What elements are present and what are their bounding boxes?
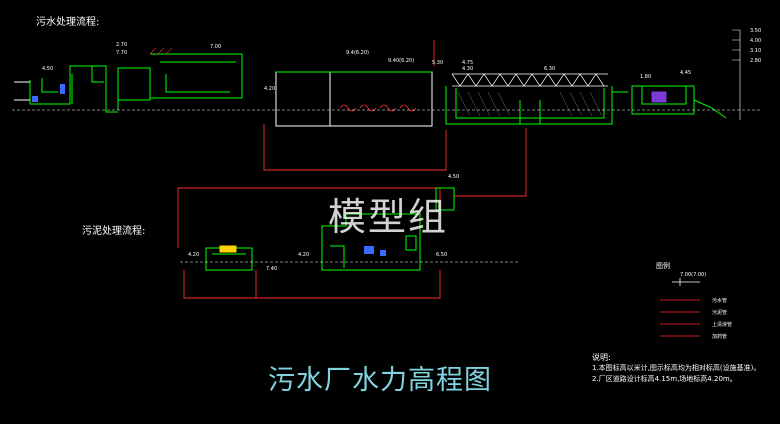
legend-elevation-marker: 7.00(7.00) (680, 272, 707, 278)
inlet-pump-icons (32, 84, 65, 102)
legend-item: 上清液管 (712, 322, 733, 328)
note-line: 1.本图标高以米计,图示标高均为相对标高(设施基准)。 (592, 364, 761, 372)
elevation-label: 2.80 (750, 58, 762, 64)
sludge-thickener-structure (205, 245, 253, 271)
notes-block: 说明: 1.本图标高以米计,图示标高均为相对标高(设施基准)。 2.厂区道路设计… (592, 352, 760, 385)
sludge-section-title: 污泥处理流程: (82, 226, 146, 237)
notes-heading: 说明: (592, 353, 611, 362)
elevation-label: 3.10 (750, 48, 762, 54)
secondary-clarifier-structure (445, 86, 628, 125)
elevation-label: 7.00 (210, 44, 222, 50)
elevation-scale (732, 29, 741, 120)
elevation-label: 3.50 (750, 28, 762, 34)
legend-lines (660, 278, 700, 337)
legend-item: 污泥管 (712, 310, 728, 316)
elevation-label: 9.4(6.20) (346, 50, 369, 56)
elevation-label: 5.30 (432, 60, 444, 66)
dewatering-building-structure (321, 213, 421, 271)
elevation-label: 9.40(6.20) (388, 58, 415, 64)
coarse-screen-structure (14, 65, 118, 113)
watermark: 模型组 (328, 195, 449, 239)
grit-chamber-hatch (149, 47, 173, 55)
legend-item: 加药管 (712, 334, 728, 340)
elevation-label: 4.45 (680, 70, 692, 76)
legend-item: 污水管 (712, 298, 728, 304)
elevation-label: 4.50 (448, 174, 460, 180)
elevation-label: 4.75 (462, 60, 474, 66)
aeration-diffusers (339, 104, 417, 112)
biological-tank-structure (275, 71, 433, 127)
elevation-label: 7.40 (266, 266, 278, 272)
disinfection-structure (631, 85, 727, 119)
elevation-label: 4.20 (188, 252, 200, 258)
elevation-label: 4.20 (298, 252, 310, 258)
sewage-pipe (263, 40, 527, 197)
legend: 图例 (656, 261, 670, 271)
note-line: 2.厂区道路设计标高4.15m,场地标高4.20m。 (592, 375, 737, 383)
clarifier-hatch (457, 91, 603, 117)
clarifier-truss (451, 73, 608, 87)
elevation-label: 6.30 (544, 66, 556, 72)
elevation-label: 4.20 (264, 86, 276, 92)
elevation-label: 4.00 (750, 38, 762, 44)
elevation-label: 6.50 (436, 252, 448, 258)
legend-heading: 图例 (656, 262, 670, 270)
drawing-title: 污水厂水力高程图 (268, 365, 492, 396)
elevation-label: 4.30 (462, 66, 474, 72)
grit-chamber-structure (117, 53, 243, 110)
elevation-label: 4.50 (42, 66, 54, 72)
sewage-section-title: 污水处理流程: (36, 17, 100, 28)
elevation-label: 7.70 (116, 50, 128, 56)
dewatering-equipment (364, 246, 386, 256)
sludge-tank-right (435, 187, 455, 211)
elevation-label: 2.70 (116, 42, 128, 48)
sludge-pipe (177, 187, 441, 299)
elevation-label: 1.80 (640, 74, 652, 80)
